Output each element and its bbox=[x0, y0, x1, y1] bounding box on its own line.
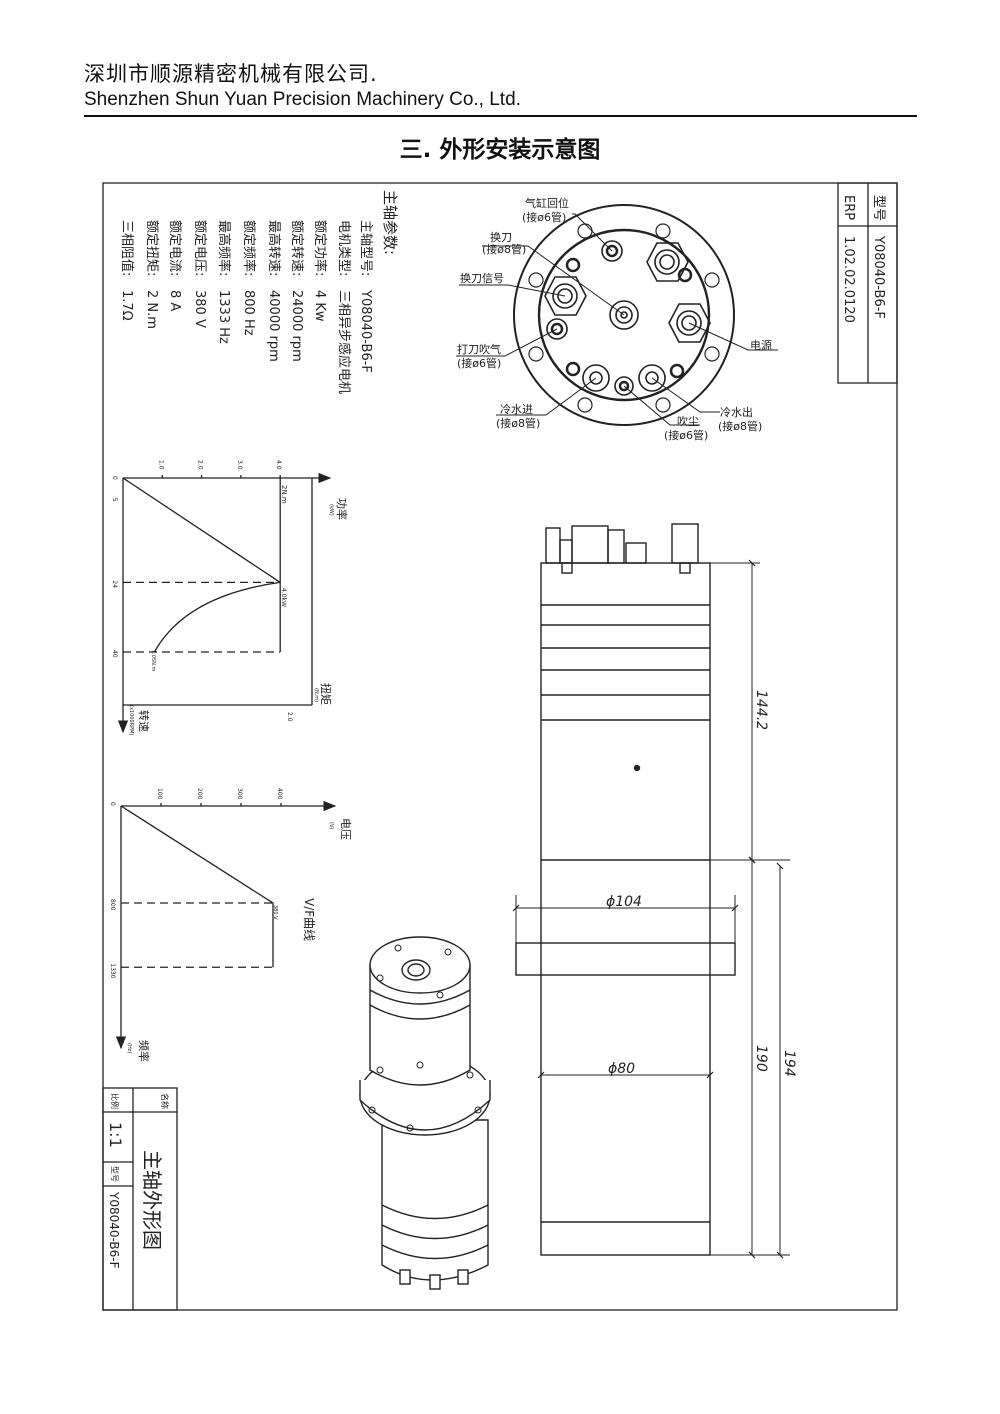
parameter-value: 24000 rpm bbox=[289, 290, 304, 362]
parameter-label: 最高频率: bbox=[216, 220, 232, 276]
x-tick-label: 24 bbox=[111, 580, 118, 588]
label-cylinder-return-pipe: (接ø6管) bbox=[522, 210, 566, 224]
model-label-small: 型号 bbox=[110, 1166, 119, 1182]
parameter-value: 三相异步感应电机 bbox=[336, 290, 352, 394]
spindle-parameters: 主轴参数: 主轴型号: Y08040-B6-F 电机类型: 三相异步感应电机额定功率:… bbox=[119, 190, 399, 394]
label-tool-release-air: 打刀吹气 bbox=[457, 342, 501, 356]
spindle-side-view bbox=[512, 523, 790, 1259]
erp-value: 1.02.02.0120 bbox=[841, 236, 856, 323]
label-coolant-out: 冷水出 bbox=[720, 405, 753, 419]
torque-curve bbox=[153, 581, 281, 653]
parameter-label: 额定频率: bbox=[241, 220, 257, 276]
x-axis-unit: (Hz) bbox=[126, 1043, 132, 1053]
y-axis-label: 电压 bbox=[339, 818, 352, 840]
parameter-label: 额定电压: bbox=[192, 220, 207, 276]
torque-axis-unit: (N.m) bbox=[313, 688, 319, 702]
parameter-value: 800 Hz bbox=[241, 290, 256, 336]
scale-value: 1:1 bbox=[106, 1122, 125, 1148]
parameter-label: 额定功率: bbox=[312, 220, 328, 276]
section-title: 三. 外形安装示意图 bbox=[399, 137, 601, 163]
parameter-label: 电机类型: bbox=[336, 220, 351, 276]
annotation: 380 V bbox=[272, 905, 278, 920]
y-axis-unit: (kW) bbox=[328, 504, 334, 516]
torque-axis-label: 扭矩 bbox=[319, 683, 333, 705]
annotation: 4.0kW bbox=[280, 588, 287, 607]
label-dust-blow-pipe: (接ø6管) bbox=[664, 428, 708, 442]
y-axis-unit: (V) bbox=[328, 822, 334, 829]
x-tick-label: 0 bbox=[111, 476, 118, 480]
y-tick-label: 300 bbox=[236, 788, 243, 800]
label-tool-change-signal: 换刀信号 bbox=[460, 271, 504, 285]
dim-length-190: 190 bbox=[753, 1045, 769, 1072]
x-tick-label: 5 bbox=[111, 498, 118, 502]
annotation: 1.05N.m bbox=[150, 650, 156, 671]
parameter-value: Y08040-B6-F bbox=[358, 289, 373, 373]
parameter-label: 额定扭矩: bbox=[144, 220, 159, 276]
y-tick-label: 1.0 bbox=[157, 460, 164, 470]
dim-length-144: 144.2 bbox=[753, 690, 769, 730]
drawing-model-value: Y08040-B6-F bbox=[107, 1191, 121, 1269]
power-line bbox=[122, 477, 281, 652]
header-divider bbox=[84, 115, 917, 117]
x-axis-unit: (x1000RPM) bbox=[128, 705, 134, 735]
y-tick-label: 200 bbox=[196, 788, 203, 800]
parameters-heading: 主轴参数: bbox=[381, 190, 399, 255]
dim-length-194: 194 bbox=[781, 1050, 797, 1077]
label-tool-release-air-pipe: (接ø6管) bbox=[457, 356, 501, 370]
parameter-value: 2 N.m bbox=[144, 290, 159, 329]
dim-diameter-104: ϕ104 bbox=[606, 894, 642, 910]
label-coolant-in-pipe: (接ø8管) bbox=[496, 416, 540, 430]
y-tick-label: 3.0 bbox=[236, 460, 243, 470]
x-tick-label: 0 bbox=[109, 802, 116, 806]
label-tool-change-pipe: (接ø8管) bbox=[482, 242, 526, 256]
parameter-value: 1333 Hz bbox=[216, 290, 231, 344]
torque-tick-label: 2.0 bbox=[286, 712, 293, 722]
drawing-frame bbox=[102, 182, 898, 1311]
x-tick-label: 800 bbox=[109, 899, 116, 911]
x-tick-label: 40 bbox=[111, 650, 118, 658]
label-power: 电源 bbox=[750, 338, 772, 352]
label-coolant-out-pipe: (接ø8管) bbox=[718, 419, 762, 433]
label-dust-blow: 吹尘 bbox=[677, 415, 699, 428]
y-tick-label: 2.0 bbox=[197, 460, 204, 470]
parameter-label: 额定转速: bbox=[289, 220, 304, 276]
y-axis-label: 功率 bbox=[335, 498, 349, 520]
company-name-cn: 深圳市顺源精密机械有限公司. bbox=[84, 62, 378, 86]
x-axis-label: 转速 bbox=[137, 710, 151, 732]
parameter-label: 主轴型号: bbox=[358, 220, 373, 276]
vf-curve-chart: 100 200 300 400 0 800 1330 380 V V/F曲线 电压 (V) 频率 (Hz… bbox=[109, 788, 352, 1062]
name-value: 主轴外形图 bbox=[140, 1150, 164, 1250]
label-coolant-in: 冷水进 bbox=[500, 403, 533, 416]
x-axis-label: 频率 bbox=[137, 1040, 151, 1062]
company-name-en: Shenzhen Shun Yuan Precision Machinery C… bbox=[84, 89, 521, 110]
connector-end-view bbox=[456, 204, 778, 426]
dim-diameter-80: ϕ80 bbox=[608, 1061, 635, 1077]
x-tick-label: 1330 bbox=[109, 963, 116, 978]
parameter-value: 40000 rpm bbox=[266, 290, 281, 362]
parameter-label: 三相阻值: bbox=[119, 220, 135, 276]
parameter-label: 额定电流: bbox=[167, 220, 182, 276]
y-tick-label: 100 bbox=[156, 788, 163, 800]
parameter-value: 1.7Ω bbox=[119, 290, 134, 321]
parameter-value: 8 A bbox=[167, 290, 182, 311]
label-tool-change: 换刀 bbox=[490, 230, 512, 244]
annotation: 2N.m bbox=[280, 485, 288, 504]
chart-title: V/F曲线 bbox=[302, 898, 316, 941]
parameter-value: 380 V bbox=[192, 290, 207, 328]
model-label: 型号 bbox=[871, 195, 886, 221]
label-cylinder-return: 气缸回位 bbox=[525, 196, 569, 210]
parameter-label: 最高转速: bbox=[266, 220, 282, 276]
vf-line bbox=[120, 805, 274, 968]
name-label: 名称 bbox=[160, 1093, 170, 1109]
model-value: Y08040-B6-F bbox=[871, 235, 886, 319]
title-block bbox=[837, 182, 898, 384]
parameter-value: 4 Kw bbox=[312, 290, 327, 322]
y-tick-label: 4.0 bbox=[275, 460, 282, 470]
erp-label: ERP bbox=[841, 195, 856, 220]
y-tick-label: 400 bbox=[276, 788, 283, 800]
drawing-info-block bbox=[102, 1087, 178, 1311]
spindle-3d-view bbox=[359, 936, 491, 1290]
scale-label: 比例 bbox=[110, 1093, 120, 1109]
